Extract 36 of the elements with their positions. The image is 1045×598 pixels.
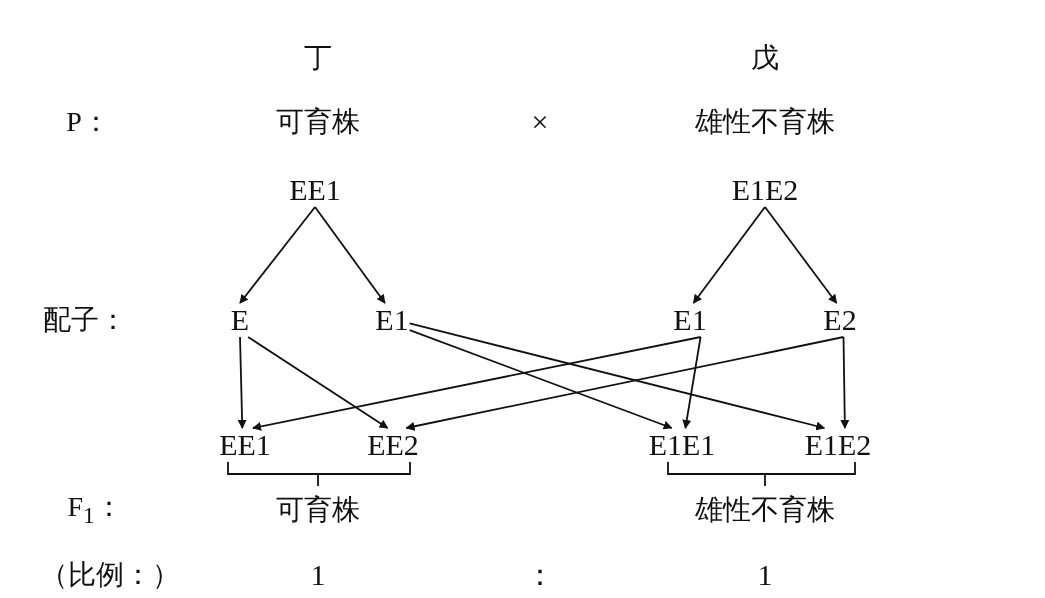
arrow	[408, 322, 826, 431]
arrow	[682, 336, 702, 429]
ratio-colon: ：	[525, 560, 555, 590]
arrow	[692, 206, 766, 304]
heading-text: 戊	[751, 44, 779, 72]
arrow	[247, 336, 389, 429]
row-label: F$_{1}$：	[67, 493, 123, 527]
genotype-text: E1	[672, 303, 708, 337]
genotype-text: EE2	[366, 428, 420, 462]
ratio-number: 1	[310, 560, 326, 590]
genotype-text: E1	[374, 303, 410, 337]
genotype-text: EE1	[218, 428, 272, 462]
cross-sign: ×	[531, 107, 549, 137]
phenotype-text: 雄性不育株	[695, 108, 835, 136]
row-label: P：	[66, 108, 110, 136]
arrow	[840, 336, 850, 429]
arrow	[252, 336, 702, 431]
heading-text: 丁	[304, 44, 332, 72]
genotype-text: E1E1	[647, 428, 717, 462]
arrow	[408, 329, 673, 430]
genotype-text: E1E2	[803, 428, 873, 462]
phenotype-text: 可育株	[276, 108, 360, 136]
arrow	[239, 206, 316, 304]
genotype-text: EE1	[288, 173, 342, 207]
arrow	[237, 336, 247, 429]
ratio-number: 1	[757, 560, 773, 590]
genotype-text: E	[229, 303, 251, 337]
genotype-text: E1E2	[730, 173, 800, 207]
row-label: （比例：）	[40, 561, 180, 589]
arrow	[405, 336, 845, 431]
arrow	[764, 206, 838, 304]
arrow	[314, 206, 386, 304]
row-label: 配子：	[43, 306, 127, 334]
phenotype-text: 雄性不育株	[695, 496, 835, 524]
phenotype-text: 可育株	[276, 496, 360, 524]
genotype-text: E2	[822, 303, 858, 337]
